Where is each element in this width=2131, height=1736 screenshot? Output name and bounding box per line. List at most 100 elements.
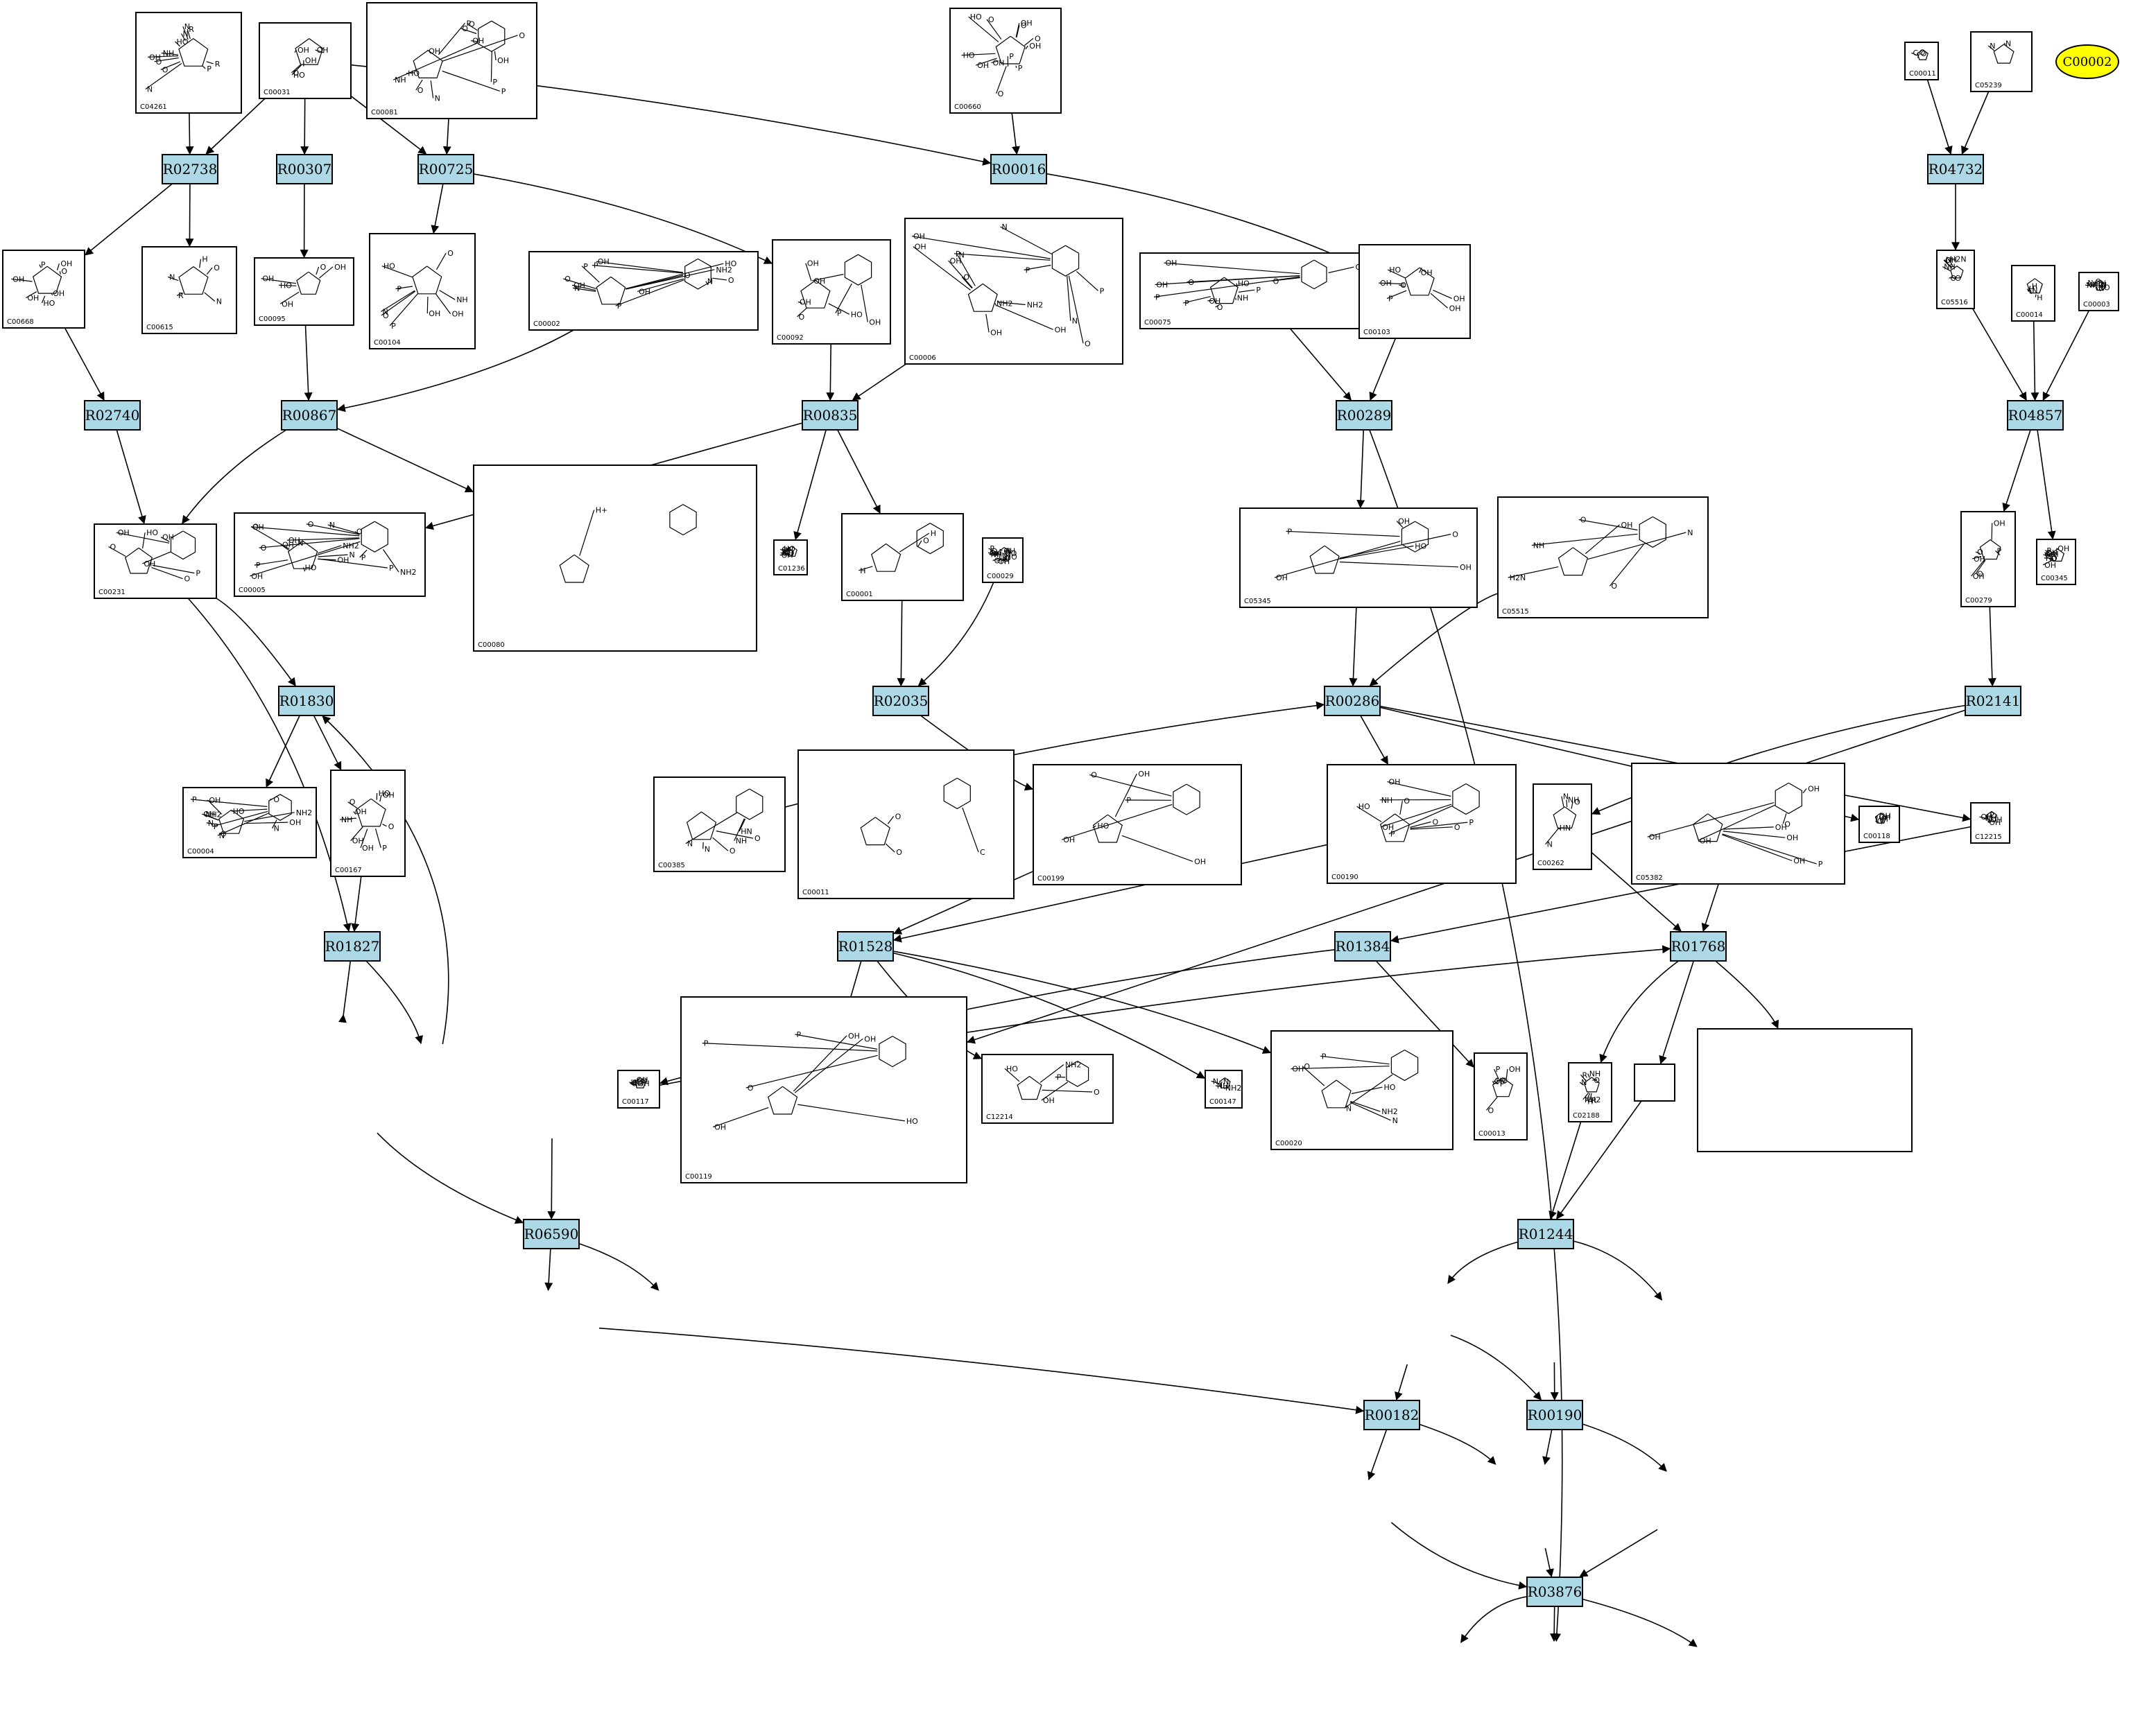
target-compound-node[interactable]: C00002 bbox=[2055, 44, 2119, 79]
reaction-node[interactable]: R00016 bbox=[990, 154, 1047, 184]
reaction-node[interactable]: R00190 bbox=[1526, 1400, 1583, 1430]
reaction-node[interactable]: R00307 bbox=[276, 154, 333, 184]
reaction-node[interactable]: R00182 bbox=[1363, 1400, 1420, 1430]
pathway-edge bbox=[544, 1248, 553, 1292]
reaction-node[interactable]: R00286 bbox=[1324, 686, 1381, 716]
reaction-node[interactable]: R00867 bbox=[281, 400, 338, 431]
reaction-node[interactable]: R00289 bbox=[1336, 400, 1392, 431]
compound-node[interactable] bbox=[1697, 1028, 1913, 1152]
ring-bond bbox=[967, 283, 998, 312]
reaction-node[interactable]: R01384 bbox=[1334, 931, 1391, 962]
atom-label: P bbox=[617, 302, 622, 311]
bond-line bbox=[1399, 284, 1406, 288]
bond-line bbox=[1042, 1089, 1093, 1093]
ring-bond bbox=[178, 266, 209, 295]
reaction-box bbox=[2007, 400, 2064, 431]
bond-line bbox=[991, 60, 999, 63]
bond-line bbox=[294, 49, 297, 53]
compound-id-label: C05516 bbox=[1941, 299, 1968, 306]
compound-node[interactable] bbox=[1634, 1064, 1675, 1102]
reaction-node[interactable]: R01830 bbox=[278, 686, 335, 716]
reaction-node[interactable]: R04732 bbox=[1927, 154, 1984, 184]
reaction-node[interactable]: R01768 bbox=[1670, 931, 1727, 962]
ring-bond bbox=[786, 546, 797, 557]
atom-label: N bbox=[1392, 1116, 1398, 1125]
bond-line bbox=[994, 303, 997, 306]
atom-label: P bbox=[990, 544, 994, 553]
compound-box bbox=[1904, 42, 1939, 80]
reaction-node[interactable]: R02740 bbox=[84, 400, 141, 431]
reaction-node[interactable]: R02035 bbox=[872, 686, 929, 716]
ring-bond bbox=[1173, 783, 1200, 815]
reaction-node[interactable]: R04857 bbox=[2007, 400, 2064, 431]
reaction-node[interactable]: R00725 bbox=[417, 154, 474, 184]
reaction-node[interactable]: R03876 bbox=[1526, 1577, 1583, 1607]
bond-line bbox=[1430, 293, 1448, 309]
atom-label: HO bbox=[851, 310, 863, 319]
reaction-node[interactable]: R01244 bbox=[1517, 1219, 1574, 1249]
reaction-node[interactable]: R02141 bbox=[1965, 686, 2021, 716]
atom-label: OH bbox=[1209, 297, 1220, 306]
compound-node[interactable]: H+C00080 bbox=[473, 465, 757, 652]
atom-label: O bbox=[184, 575, 191, 584]
reaction-node[interactable]: R01827 bbox=[324, 931, 381, 962]
bond-line bbox=[381, 290, 415, 312]
bond-line bbox=[261, 278, 297, 284]
reaction-node[interactable]: R06590 bbox=[523, 1219, 580, 1249]
bond-line bbox=[190, 799, 268, 807]
bond-line bbox=[206, 267, 213, 275]
atom-label: N bbox=[574, 284, 580, 293]
reaction-node[interactable]: R01528 bbox=[837, 931, 894, 962]
bond-line bbox=[254, 559, 288, 566]
reaction-node[interactable]: R00835 bbox=[802, 400, 859, 431]
atom-label: HO bbox=[146, 528, 158, 537]
pathway-edge bbox=[1961, 91, 1990, 155]
compound-node[interactable]: HOPOOHPOHPOOHOHNHOC00075 bbox=[1139, 252, 1377, 329]
reaction-node[interactable]: R02738 bbox=[162, 154, 218, 184]
